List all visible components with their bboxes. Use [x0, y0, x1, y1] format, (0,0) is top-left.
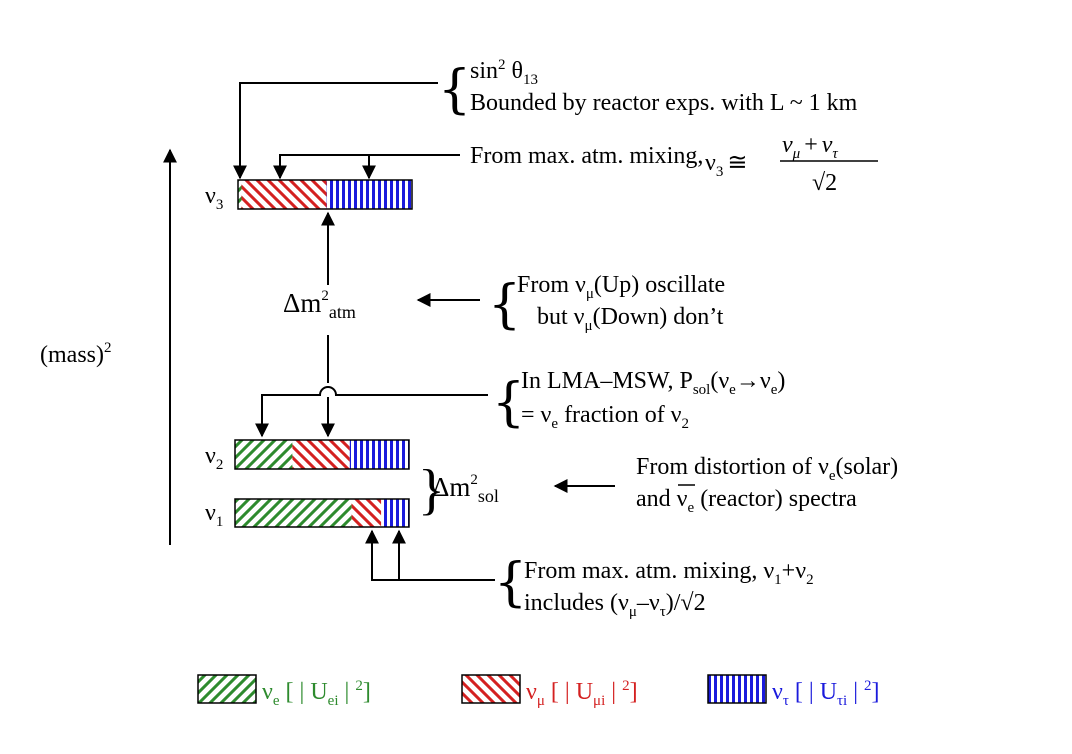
nu3-bar [237, 179, 413, 210]
delta-m2-sol: Δm2sol [432, 472, 499, 506]
svg-text:= νe fraction of ν2: = νe fraction of ν2 [521, 402, 689, 432]
svg-text:νμ [ | Uμi | 2]: νμ [ | Uμi | 2] [526, 678, 638, 709]
svg-text:ντ [ | Uτi | 2]: ντ [ | Uτi | 2] [772, 678, 880, 709]
lma-annotation: { In LMA–MSW, Psol(νe→νe) = νe fraction … [255, 368, 785, 438]
nu1-electron-segment [235, 499, 352, 527]
nu2-muon-segment [292, 440, 350, 469]
nu3-equation-denominator: √2 [812, 170, 837, 196]
svg-text:In LMA–MSW, Psol(νe→νe): In LMA–MSW, Psol(νe→νe) [521, 368, 785, 398]
nu1-label: ν1 [205, 500, 223, 530]
svg-text:{: { [494, 553, 527, 613]
nu3-electron-segment [238, 180, 242, 209]
svg-text:From distortion of νe(solar): From distortion of νe(solar) [636, 454, 898, 484]
legend-item-electron: νe [ | Uei | 2] [197, 674, 371, 709]
theta13-line1: sin2 θ13 [470, 57, 538, 88]
delta-m2-atm: Δm2atm [283, 288, 356, 322]
legend-item-muon: νμ [ | Uμi | 2] [461, 674, 638, 709]
svg-text:νe [ | Uei | 2]: νe [ | Uei | 2] [262, 678, 371, 709]
nu3-tau-segment [326, 180, 412, 209]
nu2-tau-segment [349, 440, 409, 469]
nu3-muon-segment [241, 180, 327, 209]
sol-brace: } [418, 459, 445, 521]
svg-text:From νμ(Up) oscillate: From νμ(Up) oscillate [517, 272, 725, 302]
atm-mixing-nu3-annotation: From max. atm. mixing, ν3≅ νμ+ντ √2 [273, 132, 878, 196]
svg-text:{: { [438, 60, 471, 120]
svg-text:{: { [492, 373, 525, 433]
svg-text:includes (νμ–ντ)/√2: includes (νμ–ντ)/√2 [524, 590, 706, 620]
svg-text:From max. atm. mixing, ν1+ν2: From max. atm. mixing, ν1+ν2 [524, 558, 814, 588]
nu3-equation-lhs: ν3≅ [705, 150, 747, 180]
legend: νe [ | Uei | 2] νμ [ | Uμi | 2] ντ [ | U… [197, 674, 880, 709]
nu3-equation-numerator: νμ+ντ [782, 132, 838, 162]
svg-text:but νμ(Down) don’t: but νμ(Down) don’t [537, 304, 724, 334]
nu2-electron-segment [235, 440, 293, 469]
mass-axis-label: (mass)2 [40, 340, 111, 368]
theta13-line2: Bounded by reactor exps. with L ~ 1 km [470, 90, 858, 116]
nu2-bar [234, 439, 410, 470]
legend-item-tau: ντ [ | Uτi | 2] [707, 674, 880, 709]
solar-annotation: From distortion of νe(solar) and νe (rea… [553, 454, 898, 516]
nu3-label: ν3 [205, 183, 223, 213]
nu1-muon-segment [351, 499, 382, 527]
atm-oscillation-annotation: { From νμ(Up) oscillate but νμ(Down) don… [416, 272, 725, 335]
nu1-bar [234, 498, 410, 528]
theta13-annotation: { sin2 θ13 Bounded by reactor exps. with… [233, 57, 858, 180]
nu2-label: ν2 [205, 443, 223, 473]
atm-mixing-12-annotation: { From max. atm. mixing, ν1+ν2 includes … [365, 529, 814, 620]
svg-text:and νe (reactor) spectra: and νe (reactor) spectra [636, 486, 857, 516]
nu1-tau-segment [381, 499, 409, 527]
atm-mixing-nu3-text: From max. atm. mixing, [470, 143, 703, 169]
svg-text:{: { [488, 275, 521, 335]
